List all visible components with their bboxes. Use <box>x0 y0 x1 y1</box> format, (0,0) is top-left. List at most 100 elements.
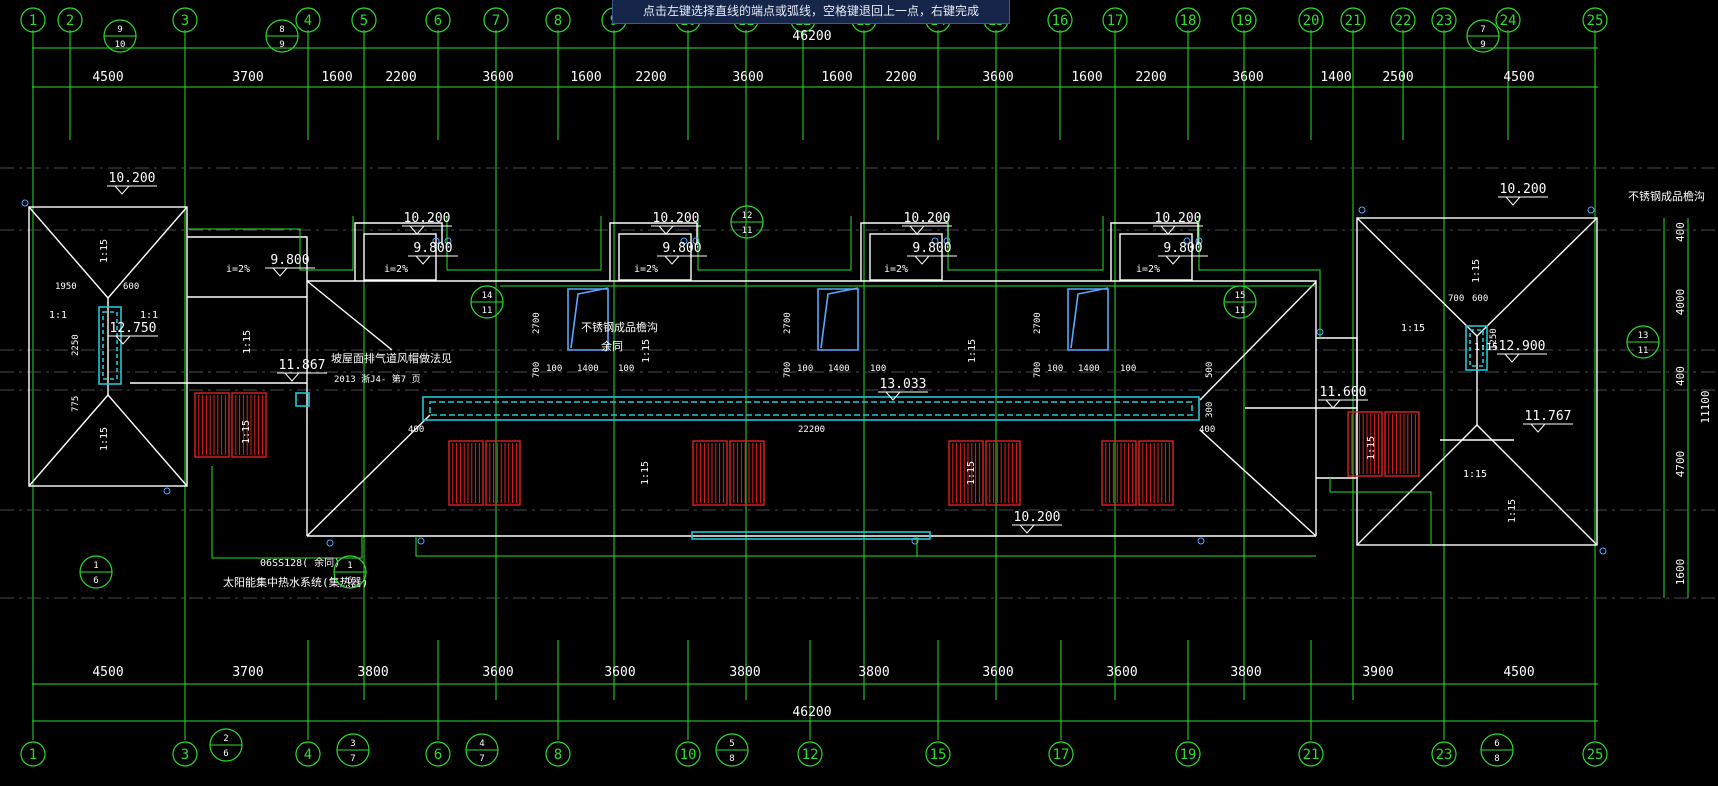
notes: 不锈钢成品檐沟 不锈钢成品檐沟 余同 坡屋面排气道风帽做法见 2013 浙J4-… <box>223 189 1705 589</box>
axis-bubble-bottom: 1 <box>20 741 46 767</box>
note-same: 余同 <box>601 339 623 353</box>
note-atlas: 06SS128( 余同) <box>260 556 340 569</box>
aux-lines <box>187 216 1432 559</box>
axis-label: 17 <box>1053 747 1070 763</box>
callout-bottom: 7 <box>479 754 484 764</box>
dim-right-4700: 4700 <box>1674 451 1687 478</box>
axis-bubble-bottom: 19 <box>1175 741 1201 767</box>
elevation-marker: 11.867 <box>277 358 327 382</box>
axis-bubble-top: 1 <box>20 7 46 33</box>
callout-top: 2 <box>223 734 228 744</box>
axis-grid-layer: 1234567891011121314151617181920212223242… <box>0 7 1718 767</box>
detail-callout: 26 <box>209 728 243 762</box>
elevation-value: 13.033 <box>880 377 927 392</box>
detail-callout: 79 <box>1466 19 1500 53</box>
dim-top-value: 2200 <box>385 70 416 85</box>
dim-bottom-value: 3700 <box>232 665 263 680</box>
axis-bubble-bottom: 6 <box>425 741 451 767</box>
axis-bubble-bottom: 17 <box>1048 741 1074 767</box>
dim-top-value: 4500 <box>1503 70 1534 85</box>
note-solar: 太阳能集中热水系统(集热器) <box>223 575 368 589</box>
dim-small: 100 <box>1120 364 1136 374</box>
slope-label: 1:15 <box>99 427 110 451</box>
note-gutter-mid: 不锈钢成品檐沟 <box>581 320 658 334</box>
elevation-value: 11.600 <box>1320 385 1367 400</box>
elevation-marker: 10.200 <box>902 211 952 235</box>
dim-right-total: 11100 <box>1699 390 1712 423</box>
solar-panel <box>692 440 728 506</box>
axis-bubble-top: 23 <box>1431 7 1457 33</box>
callout-top: 4 <box>479 739 484 749</box>
callout-top: 6 <box>1494 739 1499 749</box>
axis-label: 1 <box>29 747 37 763</box>
elevation-value: 10.200 <box>1155 211 1202 226</box>
dim-small: 400 <box>408 425 424 435</box>
dim-bottom-value: 3600 <box>482 665 513 680</box>
dim-bottom-value: 3800 <box>357 665 388 680</box>
dim-top-value: 1600 <box>821 70 852 85</box>
axis-label: 25 <box>1587 747 1604 763</box>
axis-bubble-top: 2 <box>57 7 83 33</box>
axis-label: 23 <box>1436 13 1453 29</box>
elevation-marker: 11.600 <box>1318 385 1368 409</box>
dim-small: 100 <box>797 364 813 374</box>
axis-bubble-bottom: 25 <box>1582 741 1608 767</box>
dim-small: 22200 <box>798 425 825 435</box>
solar-panel <box>1384 411 1420 477</box>
axis-bubble-bottom: 3 <box>172 741 198 767</box>
axis-bubble-top: 6 <box>425 7 451 33</box>
dim-small: 100 <box>870 364 886 374</box>
slope-label: 1:15 <box>1401 323 1425 334</box>
axis-label: 23 <box>1436 747 1453 763</box>
axis-bubble-bottom: 23 <box>1431 741 1457 767</box>
solar-panel <box>948 440 984 506</box>
callout-top: 1 <box>93 561 98 571</box>
callout-bottom: 11 <box>1638 346 1649 356</box>
elevation-marker: 10.200 <box>1498 182 1548 206</box>
dim-small: 775 <box>71 396 81 412</box>
axis-label: 24 <box>1500 13 1517 29</box>
dim-small: 1400 <box>828 364 850 374</box>
elevation-value: 10.200 <box>1500 182 1547 197</box>
note-vent: 坡屋面排气道风帽做法见 <box>331 351 452 365</box>
elevation-value: 9.800 <box>1163 241 1202 256</box>
slope-label: i=2% <box>226 264 250 275</box>
elevation-marker: 10.200 <box>107 171 157 195</box>
slope-label: 1:15 <box>1471 259 1482 283</box>
slope-label: 1:15 <box>1474 342 1498 353</box>
dim-small: 700 <box>783 362 793 378</box>
elevation-marker: 9.800 <box>1158 241 1208 265</box>
callout-bottom: 6 <box>93 576 98 586</box>
dim-top-value: 3700 <box>232 70 263 85</box>
dim-bottom-value: 3800 <box>1230 665 1261 680</box>
note-vent-ref: 2013 浙J4- 第7 页 <box>334 373 421 385</box>
solar-panel <box>1347 411 1383 477</box>
elevation-marker: 12.750 <box>108 321 158 345</box>
axis-bubble-top: 16 <box>1047 7 1073 33</box>
elevation-marker: 10.200 <box>1153 211 1203 235</box>
axis-label: 3 <box>181 13 189 29</box>
dim-small: 700 <box>1448 294 1464 304</box>
solar-panel <box>1101 440 1137 506</box>
dim-right-400b: 400 <box>1674 366 1687 386</box>
axis-label: 19 <box>1236 13 1253 29</box>
callout-bottom: 6 <box>223 749 228 759</box>
axis-label: 4 <box>304 747 312 763</box>
elevation-marker: 12.900 <box>1497 339 1547 363</box>
slope-label: 1:15 <box>966 461 977 485</box>
axis-label: 5 <box>360 13 368 29</box>
callout-bottom: 6 <box>347 576 352 586</box>
axis-bubble-top: 8 <box>545 7 571 33</box>
axis-label: 18 <box>1180 13 1197 29</box>
elevation-value: 12.900 <box>1499 339 1546 354</box>
axis-bubble-bottom: 10 <box>675 741 701 767</box>
elevation-marker: 9.800 <box>408 241 458 265</box>
right-dimension-values: 400 4000 400 4700 1600 11100 <box>1674 222 1712 585</box>
elevation-value: 9.800 <box>413 241 452 256</box>
solar-panel <box>985 440 1021 506</box>
dim-bottom-value: 3600 <box>604 665 635 680</box>
elevation-value: 10.200 <box>904 211 951 226</box>
